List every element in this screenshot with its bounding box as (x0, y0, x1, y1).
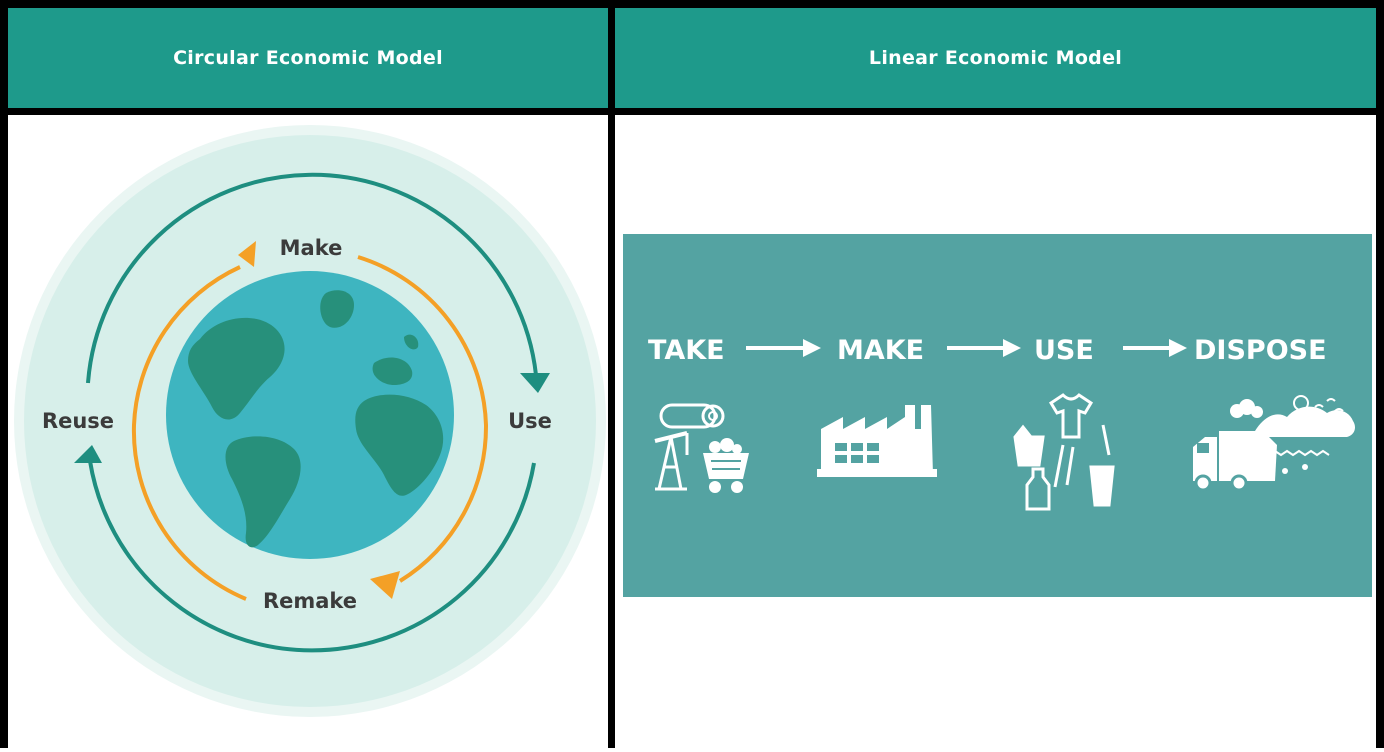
bottle-icon (1025, 467, 1051, 511)
linear-banner (623, 234, 1372, 597)
continent-north-america (188, 317, 285, 420)
use-icons (1013, 393, 1115, 511)
label-remake: Remake (263, 589, 357, 613)
label-make: Make (280, 236, 343, 260)
t-shirt-icon (1048, 393, 1094, 439)
globe-continents (188, 290, 444, 548)
continent-small-island (404, 334, 419, 350)
continent-greenland (320, 290, 354, 328)
arrowhead-make-use (1003, 339, 1021, 357)
garbage-truck-icon (1193, 431, 1277, 492)
linear-model-cell: TAKE MAKE USE DISPOSE (615, 115, 1376, 748)
teal-arc-bottom (88, 460, 536, 653)
factory-icon (817, 405, 937, 477)
step-take: TAKE (648, 335, 725, 366)
bag-icon (1013, 424, 1045, 467)
take-icons (654, 403, 749, 493)
header-circular-label: Circular Economic Model (173, 47, 443, 69)
header-circular: Circular Economic Model (8, 8, 608, 108)
step-use: USE (1034, 335, 1094, 366)
fork-icon (1053, 444, 1065, 488)
oil-pump-icon (654, 431, 689, 491)
orange-arrowhead-remake (370, 571, 400, 599)
cup-icon (1089, 465, 1115, 507)
column-divider (608, 0, 615, 748)
continent-africa (355, 394, 444, 496)
mine-cart-icon (703, 438, 749, 493)
continent-europe (372, 357, 413, 385)
teal-arrowhead-use (520, 373, 550, 393)
landfill-icon (1230, 395, 1355, 474)
knife-icon (1065, 446, 1075, 486)
arrowhead-take-make (803, 339, 821, 357)
arrowhead-use-dispose (1169, 339, 1187, 357)
straw-icon (1101, 424, 1111, 456)
linear-model-diagram: TAKE MAKE USE DISPOSE (623, 234, 1372, 597)
continent-south-america (225, 436, 301, 548)
orange-arc-right (357, 255, 489, 583)
circular-model-cell: Make Use Remake Reuse (8, 115, 608, 748)
header-divider (0, 108, 1384, 115)
teal-arc-top (86, 172, 538, 384)
dispose-icons (1193, 395, 1355, 492)
circular-model-diagram: Make Use Remake Reuse (14, 125, 606, 717)
log-icon (659, 403, 725, 429)
orange-arc-left (131, 265, 247, 601)
linear-arrows (746, 339, 1187, 357)
orange-arrowhead-make (238, 241, 256, 267)
header-linear-label: Linear Economic Model (868, 47, 1123, 69)
step-make: MAKE (837, 335, 924, 366)
teal-arrowhead-reuse (74, 445, 102, 463)
label-reuse: Reuse (42, 409, 114, 433)
label-use: Use (508, 409, 552, 433)
step-dispose: DISPOSE (1194, 335, 1327, 366)
header-linear: Linear Economic Model (615, 8, 1376, 108)
